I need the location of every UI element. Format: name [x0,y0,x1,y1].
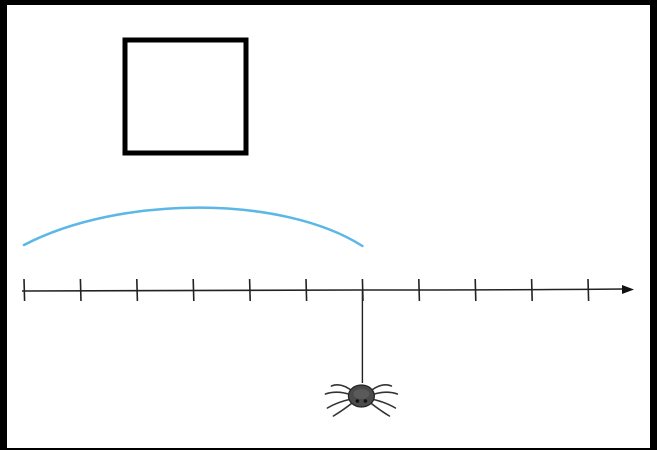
tick-mark [137,279,138,301]
spider-eye-left [356,399,360,403]
tick-mark [80,279,81,301]
tick-mark [419,279,420,301]
tick-mark [588,279,589,301]
tick-mark [250,279,251,301]
tick-mark [306,279,307,301]
tick-mark [532,279,533,301]
spider-eye-right [364,399,368,403]
tick-mark [24,279,25,301]
spider-shine [353,389,369,399]
tick-mark [475,279,476,301]
tick-mark [193,279,194,301]
